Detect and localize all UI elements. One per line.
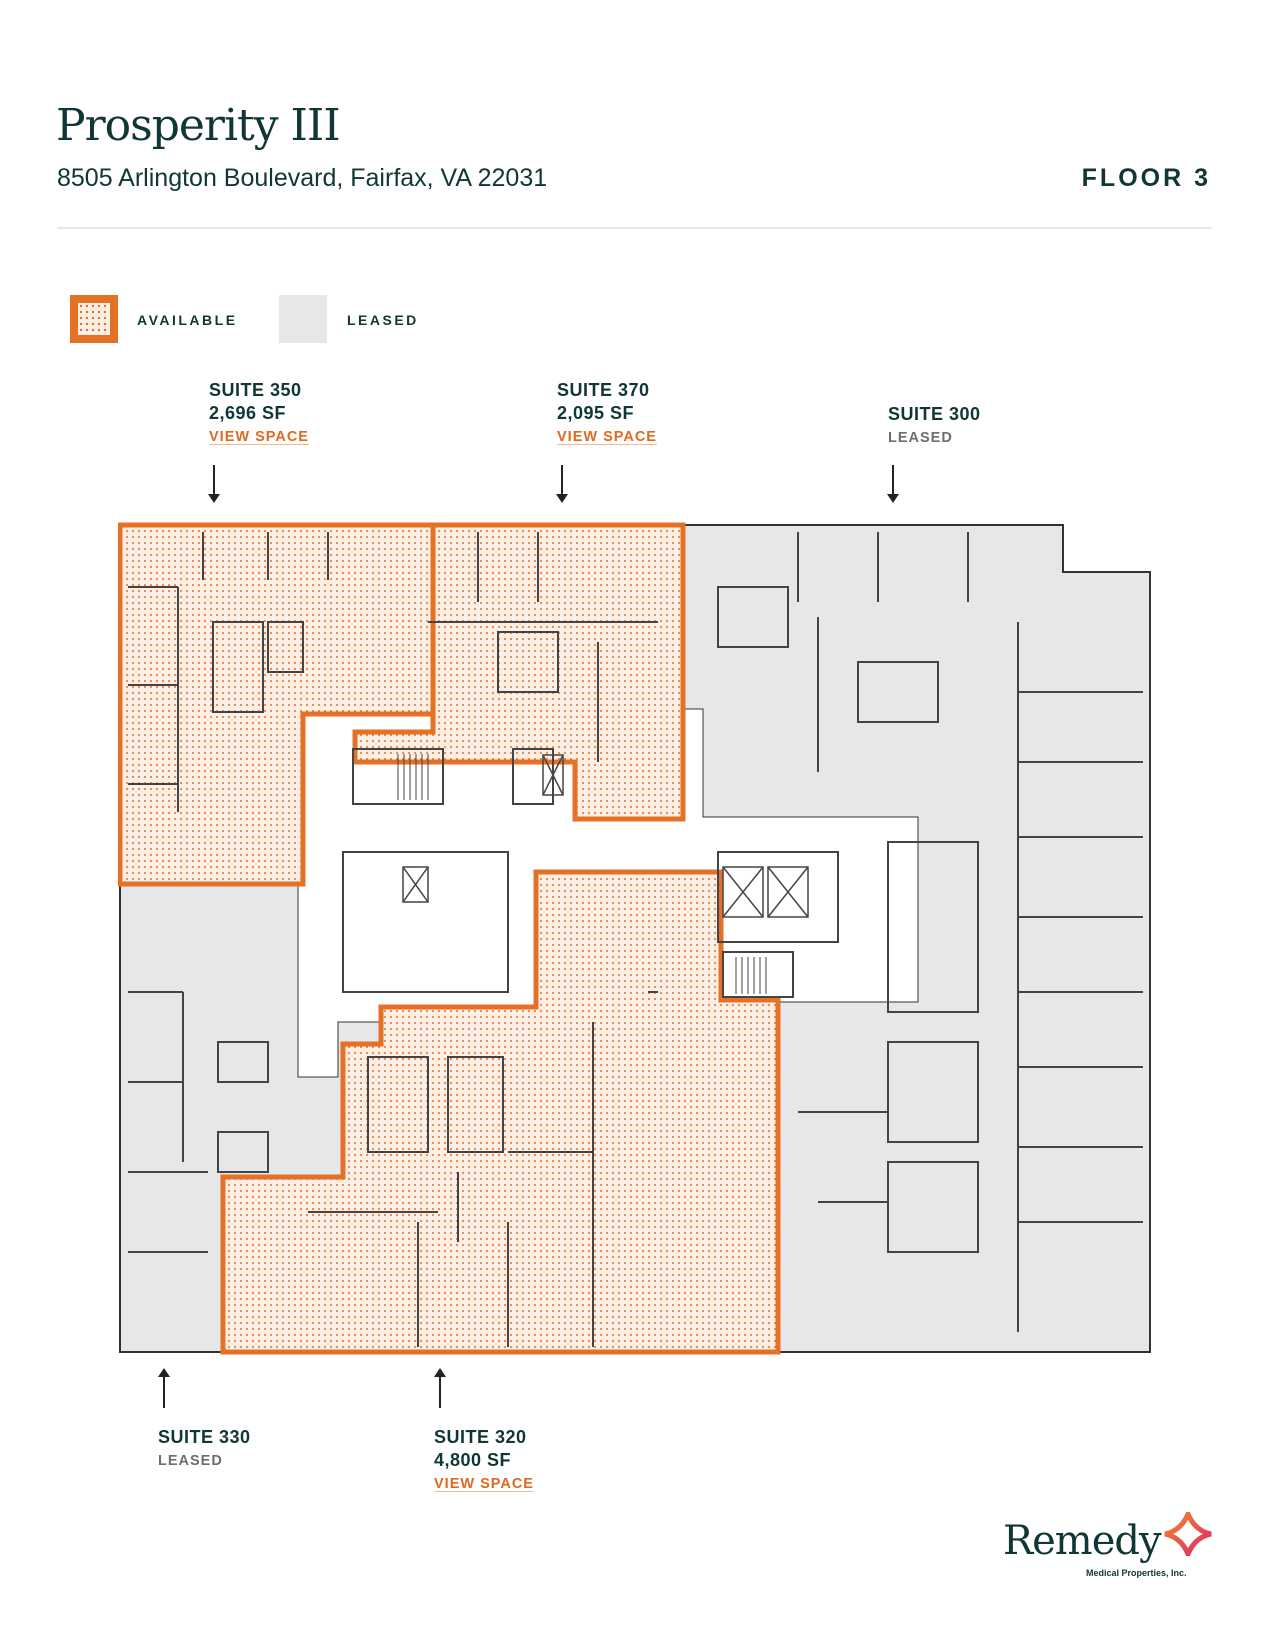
suite-300-callout: SUITE 300 LEASED — [888, 403, 981, 447]
suite-370-area: 2,095 SF — [557, 403, 635, 423]
suite-370-area — [352, 522, 686, 822]
suite-320-name: SUITE 320 — [434, 1427, 527, 1447]
suite-350-view-space-link[interactable]: VIEW SPACE — [209, 429, 309, 445]
arrow-down-icon — [556, 465, 568, 503]
suite-330-name: SUITE 330 — [158, 1427, 251, 1447]
legend-available-swatch — [70, 295, 118, 343]
floor-plan — [118, 522, 1151, 1355]
suite-330-status: LEASED — [158, 1453, 223, 1469]
arrow-down-icon — [208, 465, 220, 503]
remedy-logo: Remedy Medical Properties, Inc. — [1003, 1512, 1212, 1578]
legend-leased-swatch — [279, 295, 327, 343]
suite-320-area — [220, 869, 781, 1355]
suite-320-view-space-link[interactable]: VIEW SPACE — [434, 1476, 534, 1492]
building-address: 8505 Arlington Boulevard, Fairfax, VA 22… — [57, 164, 548, 192]
arrow-up-icon — [158, 1368, 170, 1408]
elevator-icon — [402, 754, 809, 918]
legend-available-label: AVAILABLE — [137, 312, 238, 328]
header-divider — [57, 227, 1212, 229]
suite-300-name: SUITE 300 — [888, 404, 981, 424]
legend-leased-label: LEASED — [347, 312, 419, 328]
page-title: Prosperity III — [56, 100, 341, 151]
suite-320-area: 4,800 SF — [434, 1450, 512, 1470]
logo-wordmark: Remedy — [1003, 1518, 1162, 1564]
suite-300-status: LEASED — [888, 430, 953, 446]
floor-label: FLOOR 3 — [1081, 164, 1211, 192]
suite-330-callout: SUITE 330 LEASED — [158, 1426, 251, 1470]
stairs-icon — [397, 754, 767, 994]
logo-subtitle: Medical Properties, Inc. — [1086, 1568, 1187, 1578]
suite-350-name: SUITE 350 — [209, 380, 302, 400]
suite-350-area: 2,696 SF — [209, 403, 287, 423]
suite-370-callout: SUITE 370 2,095 SF VIEW SPACE — [557, 379, 657, 446]
suite-320-callout: SUITE 320 4,800 SF VIEW SPACE — [434, 1426, 534, 1493]
suite-370-view-space-link[interactable]: VIEW SPACE — [557, 429, 657, 445]
logo-mark-icon — [1164, 1512, 1212, 1556]
suite-370-name: SUITE 370 — [557, 380, 650, 400]
suite-350-callout: SUITE 350 2,696 SF VIEW SPACE — [209, 379, 309, 446]
arrow-up-icon — [434, 1368, 446, 1408]
arrow-down-icon — [887, 465, 899, 503]
